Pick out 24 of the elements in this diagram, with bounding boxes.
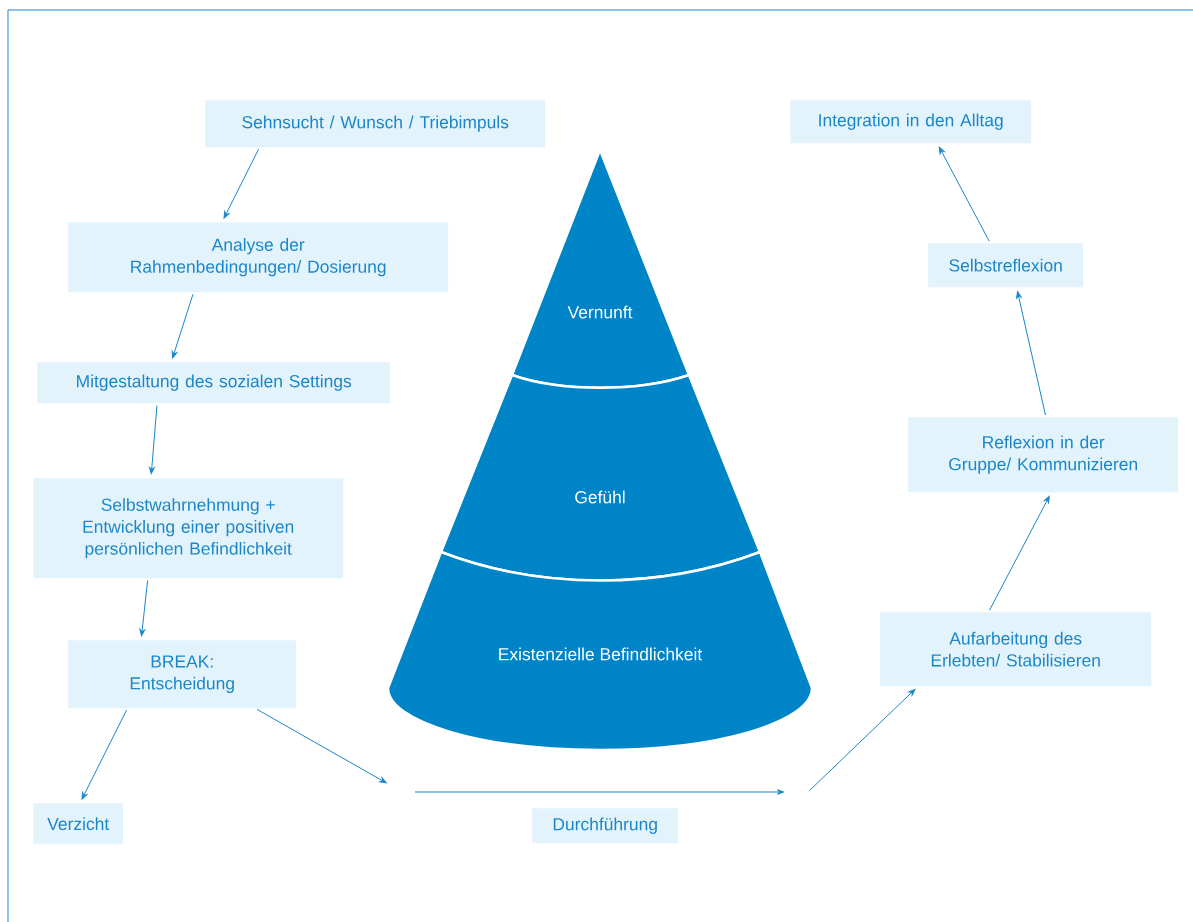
arrow bbox=[256, 708, 387, 784]
arrow bbox=[171, 293, 194, 359]
cone-segment: Existenzielle Befindlichkeit bbox=[386, 550, 814, 752]
step-box: Mitgestaltung des sozialen Settings bbox=[37, 362, 391, 404]
arrow bbox=[989, 495, 1050, 611]
arrow bbox=[148, 404, 158, 475]
cone-segment: Gefühl bbox=[439, 373, 762, 582]
cone-segment: Vernunft bbox=[510, 148, 691, 389]
step-box: Reflexion in der Gruppe/ Kommunizieren bbox=[908, 417, 1179, 493]
arrow bbox=[938, 146, 990, 242]
step-box: Integration in den Alltag bbox=[790, 100, 1032, 144]
arrow bbox=[81, 709, 127, 800]
step-box: Aufarbeitung des Erlebten/ Stabilisieren bbox=[880, 612, 1152, 687]
step-box: Durchführung bbox=[532, 808, 679, 844]
arrow bbox=[808, 688, 916, 792]
step-box: Verzicht bbox=[33, 803, 124, 845]
arrow bbox=[139, 579, 149, 637]
step-box: BREAK: Entscheidung bbox=[68, 640, 297, 709]
arrow bbox=[223, 148, 260, 219]
arrow bbox=[1016, 291, 1046, 416]
step-box: Analyse der Rahmenbedingungen/ Dosierung bbox=[68, 222, 449, 293]
step-box: Sehnsucht / Wunsch / Triebimpuls bbox=[205, 100, 546, 148]
step-box: Selbstwahrnehmung + Entwicklung einer positiven persönlichen Befindlichkeit bbox=[33, 478, 344, 579]
step-box: Selbstreflexion bbox=[928, 243, 1084, 288]
